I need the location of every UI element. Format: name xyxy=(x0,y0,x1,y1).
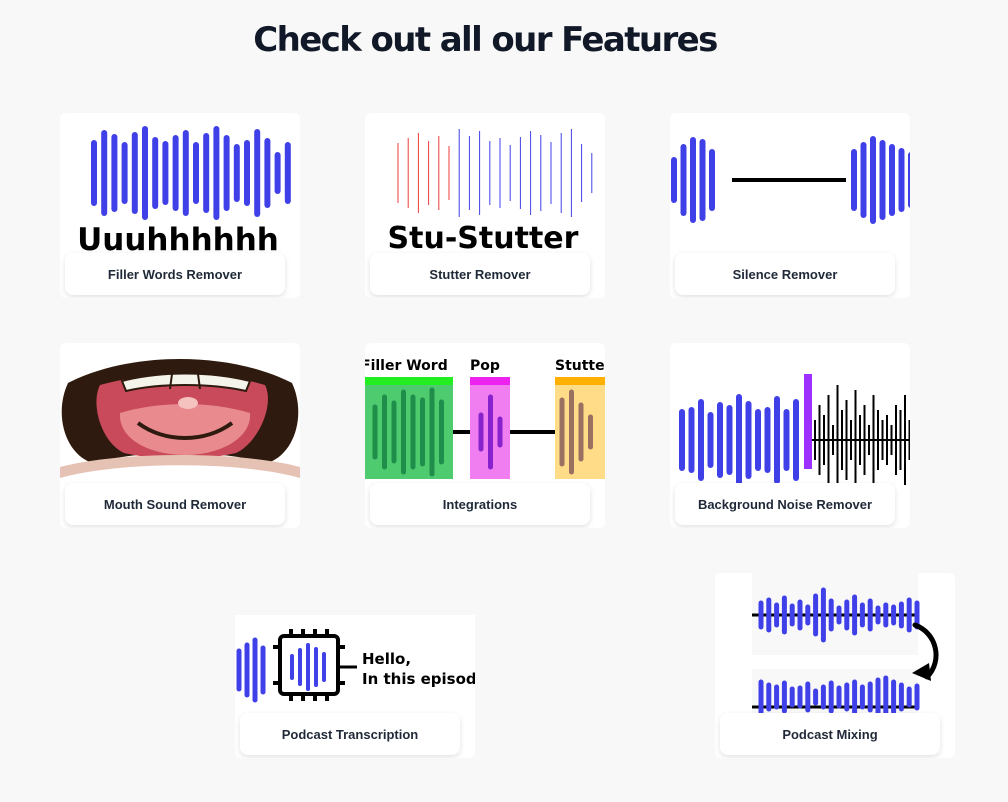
transcript-line-2: In this episode xyxy=(362,670,475,688)
feature-label-podcast-transcription[interactable]: Podcast Transcription xyxy=(240,713,460,755)
tag-pop: Pop xyxy=(470,358,500,374)
feature-card-integrations[interactable]: Filler Word Pop Stutter Integrations xyxy=(365,343,605,528)
page-title: Check out all our Features xyxy=(253,20,718,60)
filler-waveform-illustration: Uuuhhhhhh xyxy=(77,126,291,258)
feature-label-filler-words[interactable]: Filler Words Remover xyxy=(65,253,285,295)
feature-label-background-noise[interactable]: Background Noise Remover xyxy=(675,483,895,525)
feature-label-stutter[interactable]: Stutter Remover xyxy=(370,253,590,295)
feature-card-silence[interactable]: Silence Remover xyxy=(670,113,910,298)
transcription-illustration: Hello, In this episode xyxy=(235,573,475,715)
feature-label-mouth-sound[interactable]: Mouth Sound Remover xyxy=(65,483,285,525)
feature-label-silence[interactable]: Silence Remover xyxy=(675,253,895,295)
stutter-waveform-illustration: Stu-Stutter xyxy=(388,129,593,256)
feature-card-podcast-transcription[interactable]: Hello, In this episode Podcast Transcrip… xyxy=(235,573,475,758)
feature-label-podcast-mixing[interactable]: Podcast Mixing xyxy=(720,713,940,755)
transcript-line-1: Hello, xyxy=(362,650,411,668)
tag-stutter: Stutter xyxy=(555,358,605,374)
filler-art-text: Uuuhhhhhh xyxy=(77,222,279,258)
feature-card-mouth-sound[interactable]: Mouth Sound Remover xyxy=(60,343,300,528)
noise-waveform-illustration xyxy=(679,374,910,495)
tag-filler-word: Filler Word xyxy=(365,358,448,374)
feature-label-integrations[interactable]: Integrations xyxy=(370,483,590,525)
feature-card-filler-words[interactable]: Uuuhhhhhh Filler Words Remover xyxy=(60,113,300,298)
integrations-illustration: Filler Word Pop Stutter xyxy=(365,358,605,479)
feature-card-podcast-mixing[interactable]: Podcast Mixing xyxy=(715,573,955,758)
silence-waveform-illustration xyxy=(671,136,910,224)
feature-card-background-noise[interactable]: Background Noise Remover xyxy=(670,343,910,528)
stutter-art-text: Stu-Stutter xyxy=(388,221,579,256)
mouth-illustration xyxy=(60,349,300,478)
feature-card-stutter[interactable]: Stu-Stutter Stutter Remover xyxy=(365,113,605,298)
mixing-illustration xyxy=(715,573,939,758)
